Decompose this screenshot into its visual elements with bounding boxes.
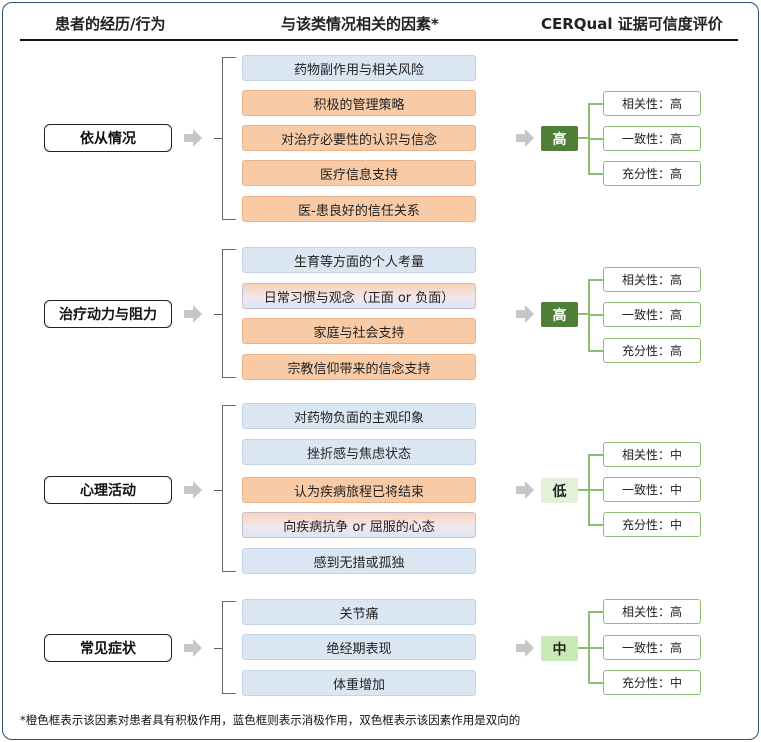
footnote: *橙色框表示该因素对患者具有积极作用，蓝色框则表示消极作用，双色框表示该因素作用…: [20, 713, 521, 727]
criterion-box: 一致性：高: [603, 635, 701, 660]
bracket-tick: [214, 314, 223, 315]
bracket: [222, 601, 236, 694]
arrow-icon: [184, 129, 202, 147]
arrow-icon: [184, 305, 202, 323]
criterion-box: 充分性：中: [603, 670, 701, 695]
bracket-tick: [214, 138, 223, 139]
header-factors: 与该类情况相关的因素*: [281, 15, 439, 33]
factor-box: 医疗信息支持: [242, 160, 476, 186]
factor-box: 感到无措或孤独: [242, 548, 476, 574]
criterion-box: 充分性：中: [603, 512, 701, 537]
bracket: [222, 57, 236, 220]
connector-line: [588, 647, 603, 649]
connector-line: [588, 350, 603, 352]
criterion-box: 充分性：高: [603, 161, 701, 186]
factor-box: 家庭与社会支持: [242, 318, 476, 344]
factor-box: 宗教信仰带来的信念支持: [242, 354, 476, 380]
arrow-icon: [516, 481, 534, 499]
factor-box: 日常习惯与观念（正面 or 负面）: [242, 283, 476, 309]
connector-line: [588, 314, 603, 316]
factor-box: 药物副作用与相关风险: [242, 55, 476, 81]
connector-line: [588, 524, 603, 526]
criterion-box: 一致性：高: [603, 302, 701, 327]
cerqual-rating: 低: [541, 478, 578, 503]
factor-box: 对药物负面的主观印象: [242, 403, 476, 429]
criterion-box: 充分性：高: [603, 338, 701, 363]
criterion-box: 相关性：高: [603, 267, 701, 292]
factor-box: 体重增加: [242, 670, 476, 696]
connector-line: [578, 647, 589, 649]
connector-line: [588, 103, 603, 105]
bracket-tick: [214, 490, 223, 491]
connector-line: [588, 611, 590, 682]
factor-box: 认为疾病旅程已将结束: [242, 477, 476, 503]
criterion-box: 相关性：高: [603, 599, 701, 624]
factor-box: 积极的管理策略: [242, 90, 476, 116]
bracket: [222, 249, 236, 378]
factor-box: 生育等方面的个人考量: [242, 247, 476, 273]
arrow-icon: [516, 305, 534, 323]
connector-line: [588, 611, 603, 613]
connector-line: [588, 454, 603, 456]
connector-line: [588, 489, 603, 491]
bracket: [222, 405, 236, 572]
connector-line: [578, 313, 589, 315]
cerqual-rating: 高: [541, 302, 578, 327]
arrow-icon: [184, 639, 202, 657]
connector-line: [588, 173, 603, 175]
criterion-box: 一致性：高: [603, 126, 701, 151]
factor-box: 对治疗必要性的认识与信念: [242, 125, 476, 151]
connector-line: [578, 137, 589, 139]
bracket-tick: [214, 648, 223, 649]
cerqual-rating: 高: [541, 126, 578, 151]
criterion-box: 相关性：中: [603, 442, 701, 467]
header-cerqual: CERQual 证据可信度评价: [541, 15, 723, 33]
arrow-icon: [516, 639, 534, 657]
header-rule: [20, 39, 738, 41]
connector-line: [588, 682, 603, 684]
header-experience: 患者的经历/行为: [55, 15, 166, 33]
arrow-icon: [516, 129, 534, 147]
experience-box: 常见症状: [44, 634, 172, 662]
factor-box: 挫折感与焦虑状态: [242, 439, 476, 465]
connector-line: [588, 138, 603, 140]
experience-box: 依从情况: [44, 124, 172, 152]
factor-box: 向疾病抗争 or 屈服的心态: [242, 512, 476, 538]
criterion-box: 一致性：中: [603, 477, 701, 502]
criterion-box: 相关性：高: [603, 91, 701, 116]
experience-box: 心理活动: [44, 476, 172, 504]
factor-box: 绝经期表现: [242, 634, 476, 660]
factor-box: 医-患良好的信任关系: [242, 196, 476, 222]
experience-box: 治疗动力与阻力: [44, 300, 172, 328]
factor-box: 关节痛: [242, 599, 476, 625]
cerqual-rating: 中: [541, 636, 578, 661]
connector-line: [588, 279, 603, 281]
arrow-icon: [184, 481, 202, 499]
connector-line: [578, 489, 589, 491]
